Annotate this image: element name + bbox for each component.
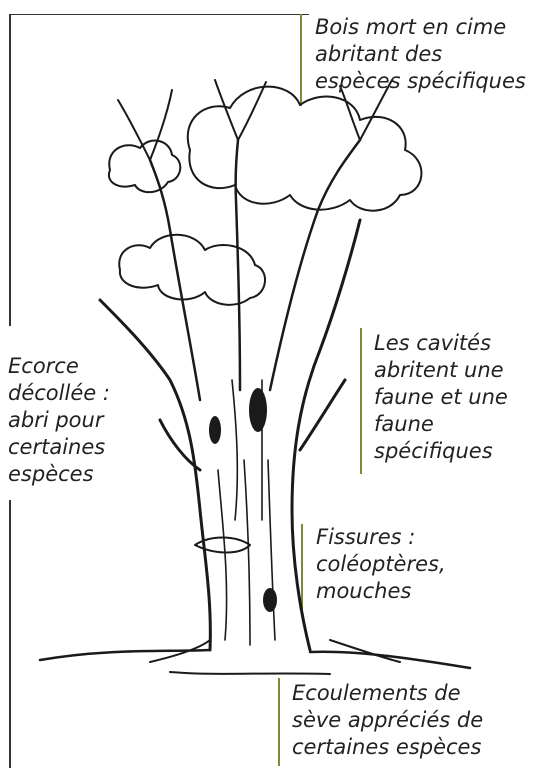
branch-side-right xyxy=(298,378,347,452)
bark-flap xyxy=(194,536,251,554)
sap-label-line xyxy=(278,678,280,766)
label-fissures: Fissures : coléoptères, mouches xyxy=(316,525,446,603)
branch-side-left xyxy=(158,418,202,472)
dead-twigs xyxy=(117,79,393,161)
top-label-line xyxy=(300,14,302,106)
trunk-left-edge xyxy=(98,298,212,652)
foliage-upper xyxy=(186,85,423,212)
branch-center xyxy=(234,138,242,392)
cavity-1 xyxy=(249,388,267,432)
ground-roots xyxy=(149,639,401,675)
trunk-right-edge xyxy=(290,218,362,652)
foliage-left-small xyxy=(107,139,182,194)
trunk-texture xyxy=(217,379,276,646)
cavity-3 xyxy=(263,588,277,612)
label-bark: Ecorce décollée : abri pour certaines es… xyxy=(8,354,110,486)
cavity-2 xyxy=(209,416,221,444)
fissures-label-line xyxy=(301,524,303,610)
label-sap-flow: Ecoulements de sève appréciés de certain… xyxy=(292,681,484,759)
cavities-label-line xyxy=(360,328,362,474)
bark-bottom-line xyxy=(9,500,11,768)
frame-left-line xyxy=(9,14,11,326)
ground-line xyxy=(38,648,472,670)
label-cavities: Les cavités abritent une faune et une fa… xyxy=(374,331,508,463)
branch-left xyxy=(148,158,202,402)
foliage-lower xyxy=(118,233,266,306)
label-dead-wood: Bois mort en cime abritant des espèces s… xyxy=(315,15,526,93)
branch-right xyxy=(268,138,362,392)
frame-top-line xyxy=(9,14,309,15)
